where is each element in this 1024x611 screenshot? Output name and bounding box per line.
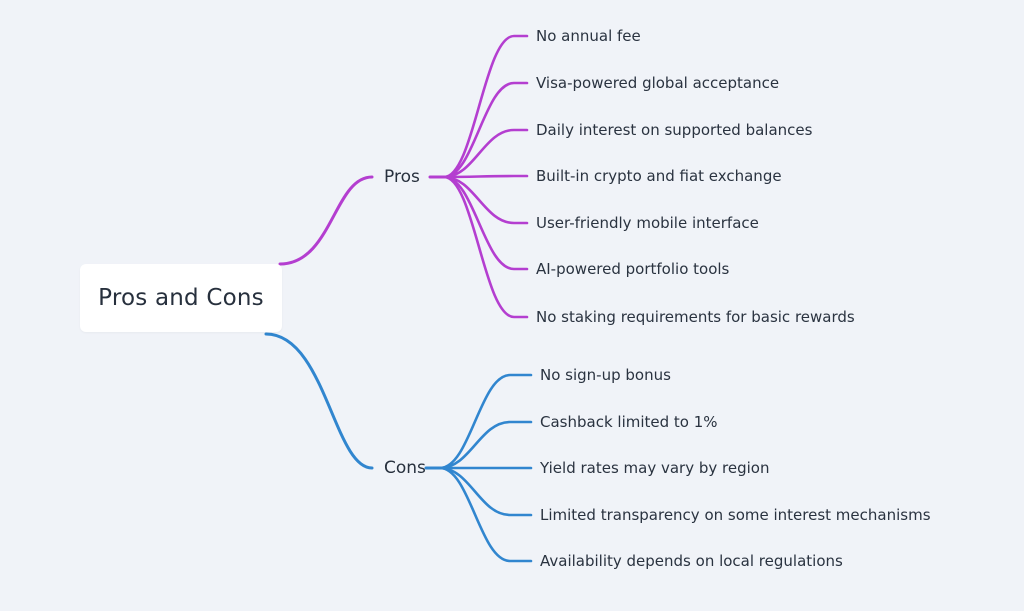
connector-pros-item-3 <box>442 174 529 179</box>
pros-item-label[interactable]: User-friendly mobile interface <box>536 214 759 232</box>
connector-root-cons <box>264 332 374 470</box>
cons-item-label[interactable]: No sign-up bonus <box>540 366 671 384</box>
pros-item-label[interactable]: No annual fee <box>536 27 641 45</box>
connector-pros-item-2 <box>442 128 529 179</box>
pros-item-label[interactable]: Visa-powered global acceptance <box>536 74 780 92</box>
connector-root-pros <box>278 175 374 266</box>
cons-item-label[interactable]: Limited transparency on some interest me… <box>540 506 931 524</box>
connector-cons-item-1 <box>438 420 533 470</box>
connector-cons-item-3 <box>438 466 533 517</box>
connector-pros-item-4 <box>442 175 529 225</box>
pros-item-label[interactable]: Daily interest on supported balances <box>536 121 813 139</box>
branch-label-pros[interactable]: Pros <box>384 167 420 187</box>
branch-label-cons[interactable]: Cons <box>384 458 426 478</box>
cons-item-label[interactable]: Yield rates may vary by region <box>540 459 770 477</box>
connector-pros-item-0 <box>442 34 529 179</box>
connector-pros-item-1 <box>442 81 529 179</box>
pros-item-label[interactable]: Built-in crypto and fiat exchange <box>536 167 782 185</box>
cons-item-label[interactable]: Availability depends on local regulation… <box>540 552 843 570</box>
connector-cons-item-0 <box>438 373 533 470</box>
root-node[interactable]: Pros and Cons <box>80 264 282 332</box>
root-node-label: Pros and Cons <box>98 285 264 311</box>
pros-item-label[interactable]: No staking requirements for basic reward… <box>536 308 855 326</box>
pros-item-label[interactable]: AI-powered portfolio tools <box>536 260 730 278</box>
connector-pros-item-6 <box>442 175 529 319</box>
connector-cons-item-4 <box>438 466 533 563</box>
cons-item-label[interactable]: Cashback limited to 1% <box>540 413 718 431</box>
